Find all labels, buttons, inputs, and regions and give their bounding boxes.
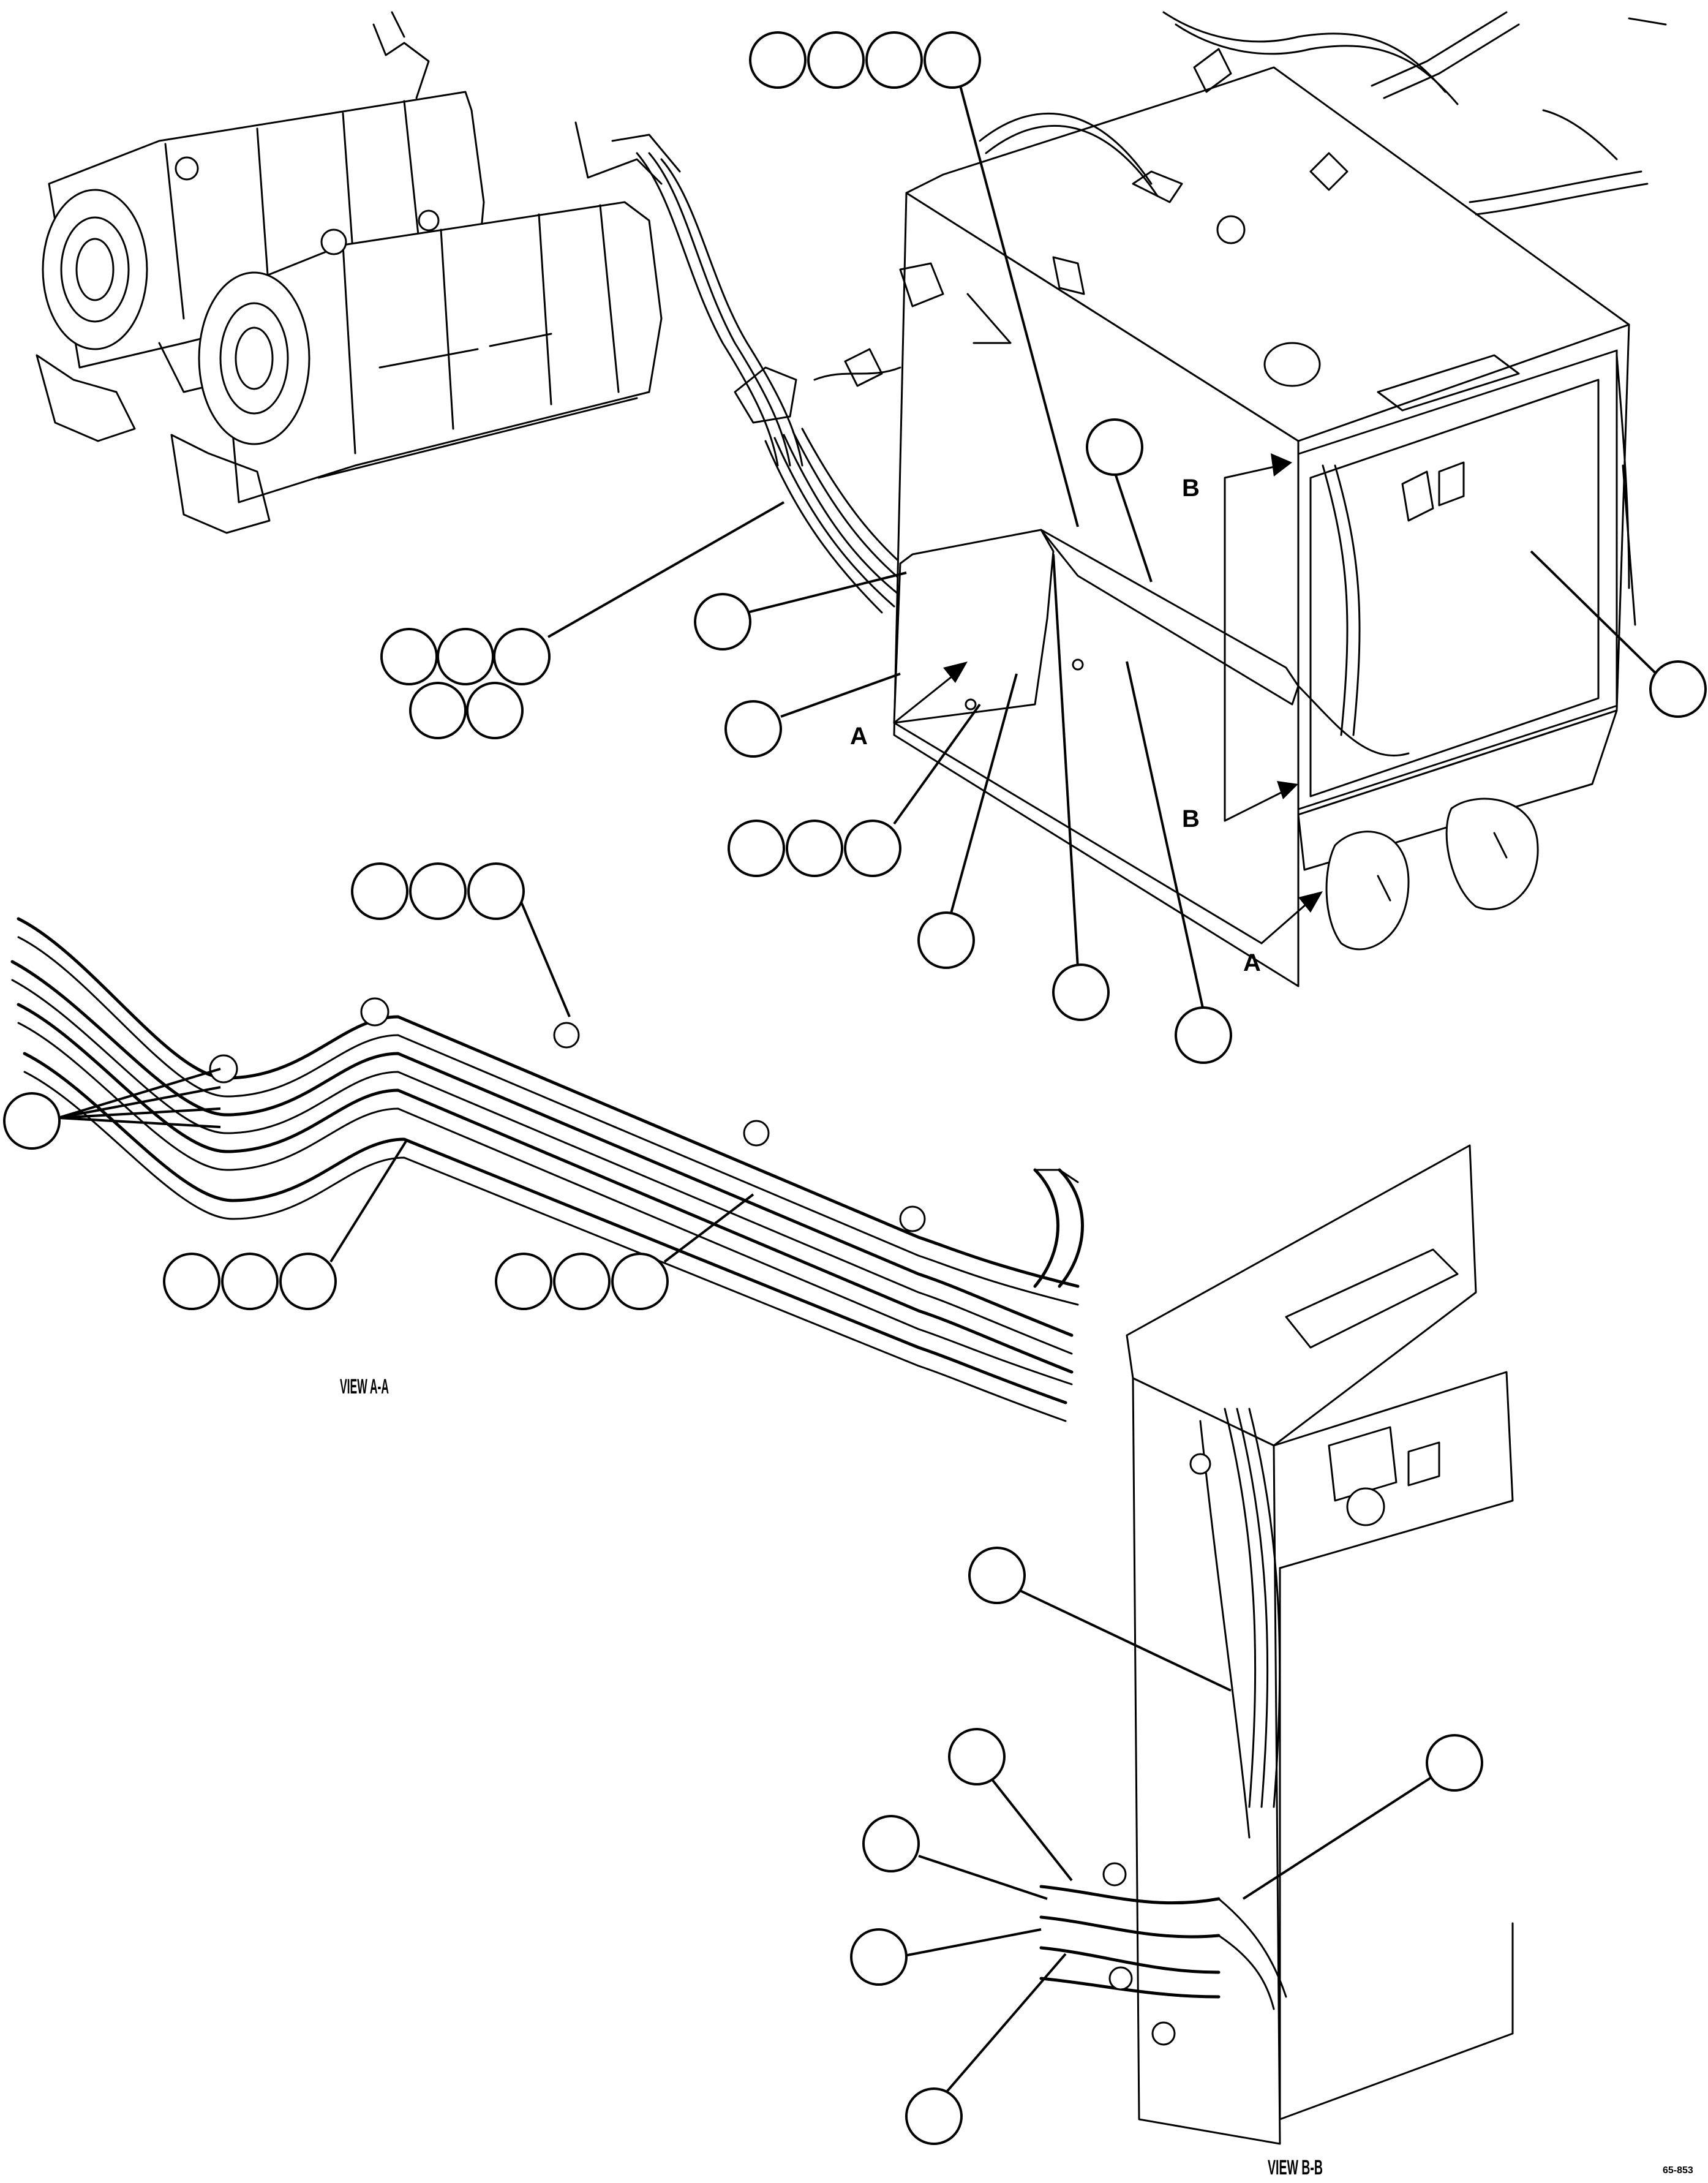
cabinet-cover-plate [893,529,1300,944]
callout-bubble [553,1253,611,1310]
callout-bubble [466,682,524,739]
figure-code: 65-853 [1663,2165,1693,2176]
callout-bubble [917,911,975,969]
module-harness-bundle [636,152,932,614]
callout-bubble [351,862,408,920]
section-b-label-lower: B [1182,805,1200,832]
callout-bubble [905,2087,963,2145]
section-a-label-lower: A [1243,949,1261,976]
callout-bubble [279,1253,337,1310]
callout-bubble [611,1253,669,1310]
section-b-label-upper: B [1182,475,1200,502]
callout-bubble [850,1928,908,1986]
callout-bubble [163,1253,220,1310]
callout-bubble [749,31,807,89]
callout-bubble [724,700,782,758]
callout-bubble [862,1815,920,1872]
callout-bubble [865,31,923,89]
callout-bubble [1086,418,1143,476]
callout-bubble [786,820,843,877]
callout-bubble [493,628,551,685]
callout-bubble [437,628,494,685]
callout-bubble [1426,1734,1483,1792]
callout-bubble [728,820,785,877]
callout-bubble [844,820,901,877]
callout-bubble [948,1728,1006,1785]
callout-bubble [409,862,467,920]
callout-bubble [1175,1006,1232,1064]
callout-bubble [409,682,467,739]
callout-bubble [495,1253,552,1310]
callout-bubble [3,1092,61,1150]
section-a-label-upper: A [850,723,868,750]
view-b-b-title: VIEW B-B [1268,2156,1323,2179]
aftertreatment-module-front [170,121,681,534]
callout-bubbles [3,31,1707,2145]
section-b-arrow-upper [1271,453,1292,477]
section-a-arrow-upper [943,662,968,683]
callout-bubble [924,31,981,89]
top-hoses [979,11,1667,216]
section-b-arrow-lower [1277,781,1298,799]
view-a-a-title: VIEW A-A [340,1375,389,1398]
callout-bubble [694,593,751,650]
tank-cabinet [893,66,1636,987]
callout-bubble [807,31,865,89]
callout-bubble [1052,963,1110,1021]
view-labels: A A B B VIEW A-A VIEW B-B 65-853 [340,475,1693,2179]
callout-bubble [1649,660,1707,718]
callout-bubble [221,1253,279,1310]
view-b-cabinet-corner [1039,1144,1514,2145]
view-a-hose-bundle [10,917,1084,1422]
callout-bubble [467,862,525,920]
callout-bubble [968,1547,1026,1604]
section-arrows [893,453,1323,944]
section-a-arrow-lower [1298,891,1323,913]
leader-lines [58,67,1673,2111]
callout-bubble [380,628,438,685]
